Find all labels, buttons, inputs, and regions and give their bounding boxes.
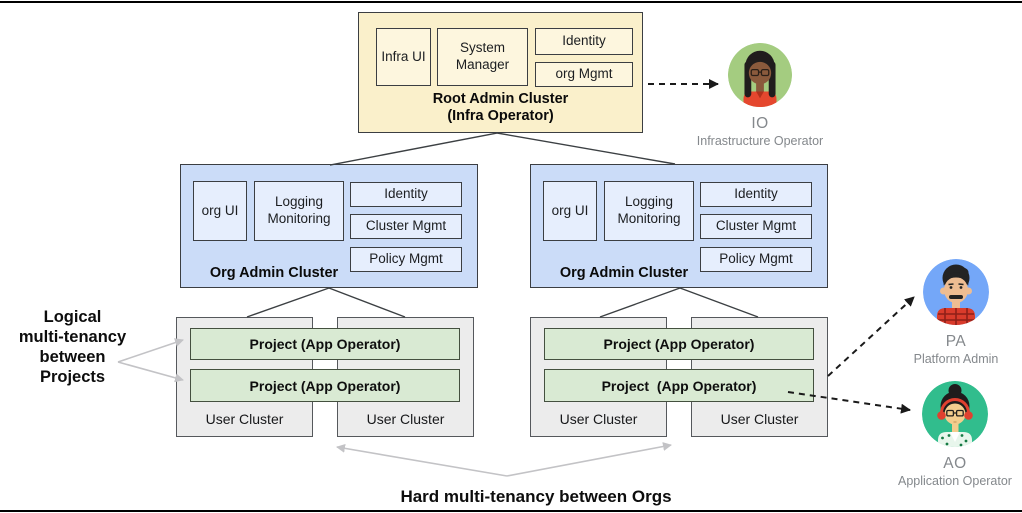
project-label: Project (App Operator) bbox=[249, 336, 401, 352]
persona-abbr: AO bbox=[943, 455, 967, 472]
annotation-line: Projects bbox=[39, 368, 106, 386]
module-org-mgmt: org Mgmt bbox=[535, 62, 633, 87]
org-cluster-label: Org Admin Cluster bbox=[209, 265, 339, 281]
logical-multitenancy-annotation: Logical multi-tenancy between Projects bbox=[0, 307, 145, 387]
org-cluster-label: Org Admin Cluster bbox=[559, 265, 689, 281]
annotation-line: between bbox=[39, 348, 106, 366]
persona-ao: AO Application Operator bbox=[875, 380, 1022, 488]
module-policy-mgmt: Policy Mgmt bbox=[700, 247, 812, 272]
module-system-manager: System Manager bbox=[437, 28, 528, 86]
org-admin-cluster-left: org UI Logging Monitoring Identity Clust… bbox=[180, 164, 478, 288]
module-policy-mgmt: Policy Mgmt bbox=[350, 247, 462, 272]
persona-role: Application Operator bbox=[898, 474, 1012, 488]
persona-abbr: PA bbox=[945, 333, 967, 350]
root-cluster-title-line1: Root Admin Cluster bbox=[432, 91, 569, 107]
user-cluster-label: User Cluster bbox=[205, 411, 284, 427]
project-bar: Project (App Operator) bbox=[190, 328, 460, 360]
user-cluster-label: User Cluster bbox=[559, 411, 638, 427]
project-bar: Project (App Operator) bbox=[544, 328, 814, 360]
annotation-line: multi-tenancy bbox=[18, 328, 127, 346]
gray-arrow-hard-right bbox=[506, 442, 672, 477]
root-cluster-title-line2: (Infra Operator) bbox=[447, 108, 554, 124]
man-mustache-avatar-icon bbox=[923, 259, 989, 325]
hard-multitenancy-annotation: Hard multi-tenancy between Orgs bbox=[400, 487, 672, 506]
module-identity: Identity bbox=[350, 182, 462, 207]
module-org-ui: org UI bbox=[193, 181, 247, 241]
root-cluster-title: Root Admin Cluster (Infra Operator) bbox=[359, 91, 642, 125]
module-cluster-mgmt: Cluster Mgmt bbox=[700, 214, 812, 239]
connector-leftorg-to-usercluster2 bbox=[328, 287, 406, 318]
persona-role: Platform Admin bbox=[913, 352, 999, 366]
user-cluster-label: User Cluster bbox=[366, 411, 445, 427]
woman-glasses-avatar-icon bbox=[727, 42, 793, 108]
project-label: Project (App Operator) bbox=[601, 377, 757, 394]
project-bar: Project (App Operator) bbox=[190, 369, 460, 402]
persona-io: IO Infrastructure Operator bbox=[680, 42, 840, 148]
connector-rightorg-to-usercluster1 bbox=[599, 287, 681, 318]
persona-role: Infrastructure Operator bbox=[696, 134, 824, 148]
connector-root-to-left-org bbox=[329, 132, 498, 166]
module-logging-monitoring: Logging Monitoring bbox=[604, 181, 694, 241]
woman-headphones-avatar-icon bbox=[922, 381, 988, 447]
persona-abbr: IO bbox=[751, 115, 769, 132]
module-identity: Identity bbox=[700, 182, 812, 207]
module-infra-ui: Infra UI bbox=[376, 28, 431, 86]
gray-arrow-hard-left bbox=[336, 443, 508, 477]
module-cluster-mgmt: Cluster Mgmt bbox=[350, 214, 462, 239]
org-admin-cluster-right: org UI Logging Monitoring Identity Clust… bbox=[530, 164, 828, 288]
user-cluster-label: User Cluster bbox=[720, 411, 799, 427]
persona-pa: PA Platform Admin bbox=[876, 258, 1022, 366]
module-logging-monitoring: Logging Monitoring bbox=[254, 181, 344, 241]
connector-leftorg-to-usercluster1 bbox=[246, 287, 330, 318]
project-label: Project (App Operator) bbox=[603, 336, 755, 352]
project-bar: Project (App Operator) bbox=[544, 369, 814, 402]
root-admin-cluster: Infra UI System Manager Identity org Mgm… bbox=[358, 12, 643, 133]
connector-root-to-right-org bbox=[496, 132, 676, 165]
annotation-line: Logical bbox=[43, 308, 102, 326]
project-label: Project (App Operator) bbox=[249, 377, 401, 394]
module-org-ui: org UI bbox=[543, 181, 597, 241]
connector-rightorg-to-usercluster2 bbox=[679, 287, 759, 318]
module-identity: Identity bbox=[535, 28, 633, 55]
